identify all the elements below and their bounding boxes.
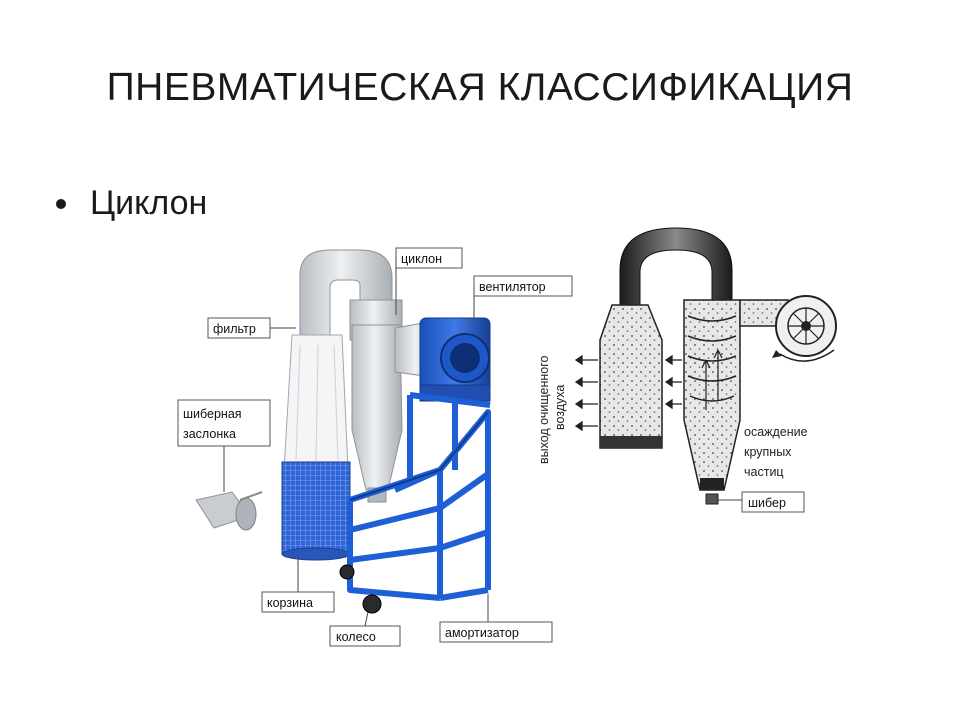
left-labels: фильтр шиберная заслонка циклон вентилят…	[177, 247, 573, 647]
label-filter: фильтр	[213, 322, 256, 336]
label-shock-absorber: амортизатор	[445, 626, 519, 640]
fan	[419, 317, 491, 402]
basket	[281, 461, 351, 555]
label-fan: вентилятор	[479, 280, 546, 294]
outlet-arrows	[574, 354, 682, 432]
damper-illustration	[195, 491, 263, 531]
label-damper-2: заслонка	[183, 427, 236, 441]
bullet-item: Циклон	[56, 184, 207, 223]
settling-chamber	[599, 304, 663, 449]
label-settling-3: частиц	[744, 465, 784, 479]
right-labels: выход очищенного воздуха осаждение крупн…	[537, 356, 808, 513]
bullet-dot	[56, 198, 66, 209]
label-damper-1: шиберная	[183, 407, 242, 421]
label-gate: шибер	[748, 496, 786, 510]
label-basket: корзина	[267, 596, 313, 610]
label-settling-2: крупных	[744, 445, 792, 459]
wheel-1	[362, 594, 382, 614]
label-settling-1: осаждение	[744, 425, 808, 439]
label-cyclone: циклон	[401, 252, 442, 266]
cyclone-scheme-body	[683, 299, 741, 491]
bullet-text: Циклон	[90, 184, 208, 222]
cyclone-unit-illustration	[195, 249, 491, 614]
slide-title: ПНЕВМАТИЧЕСКАЯ КЛАССИФИКАЦИЯ	[106, 66, 854, 109]
label-wheel: колесо	[336, 630, 376, 644]
wheel-2	[339, 564, 355, 580]
label-outlet-2: воздуха	[553, 385, 567, 430]
cyclone-scheme	[574, 227, 837, 505]
label-outlet-1: выход очищенного	[537, 356, 551, 464]
